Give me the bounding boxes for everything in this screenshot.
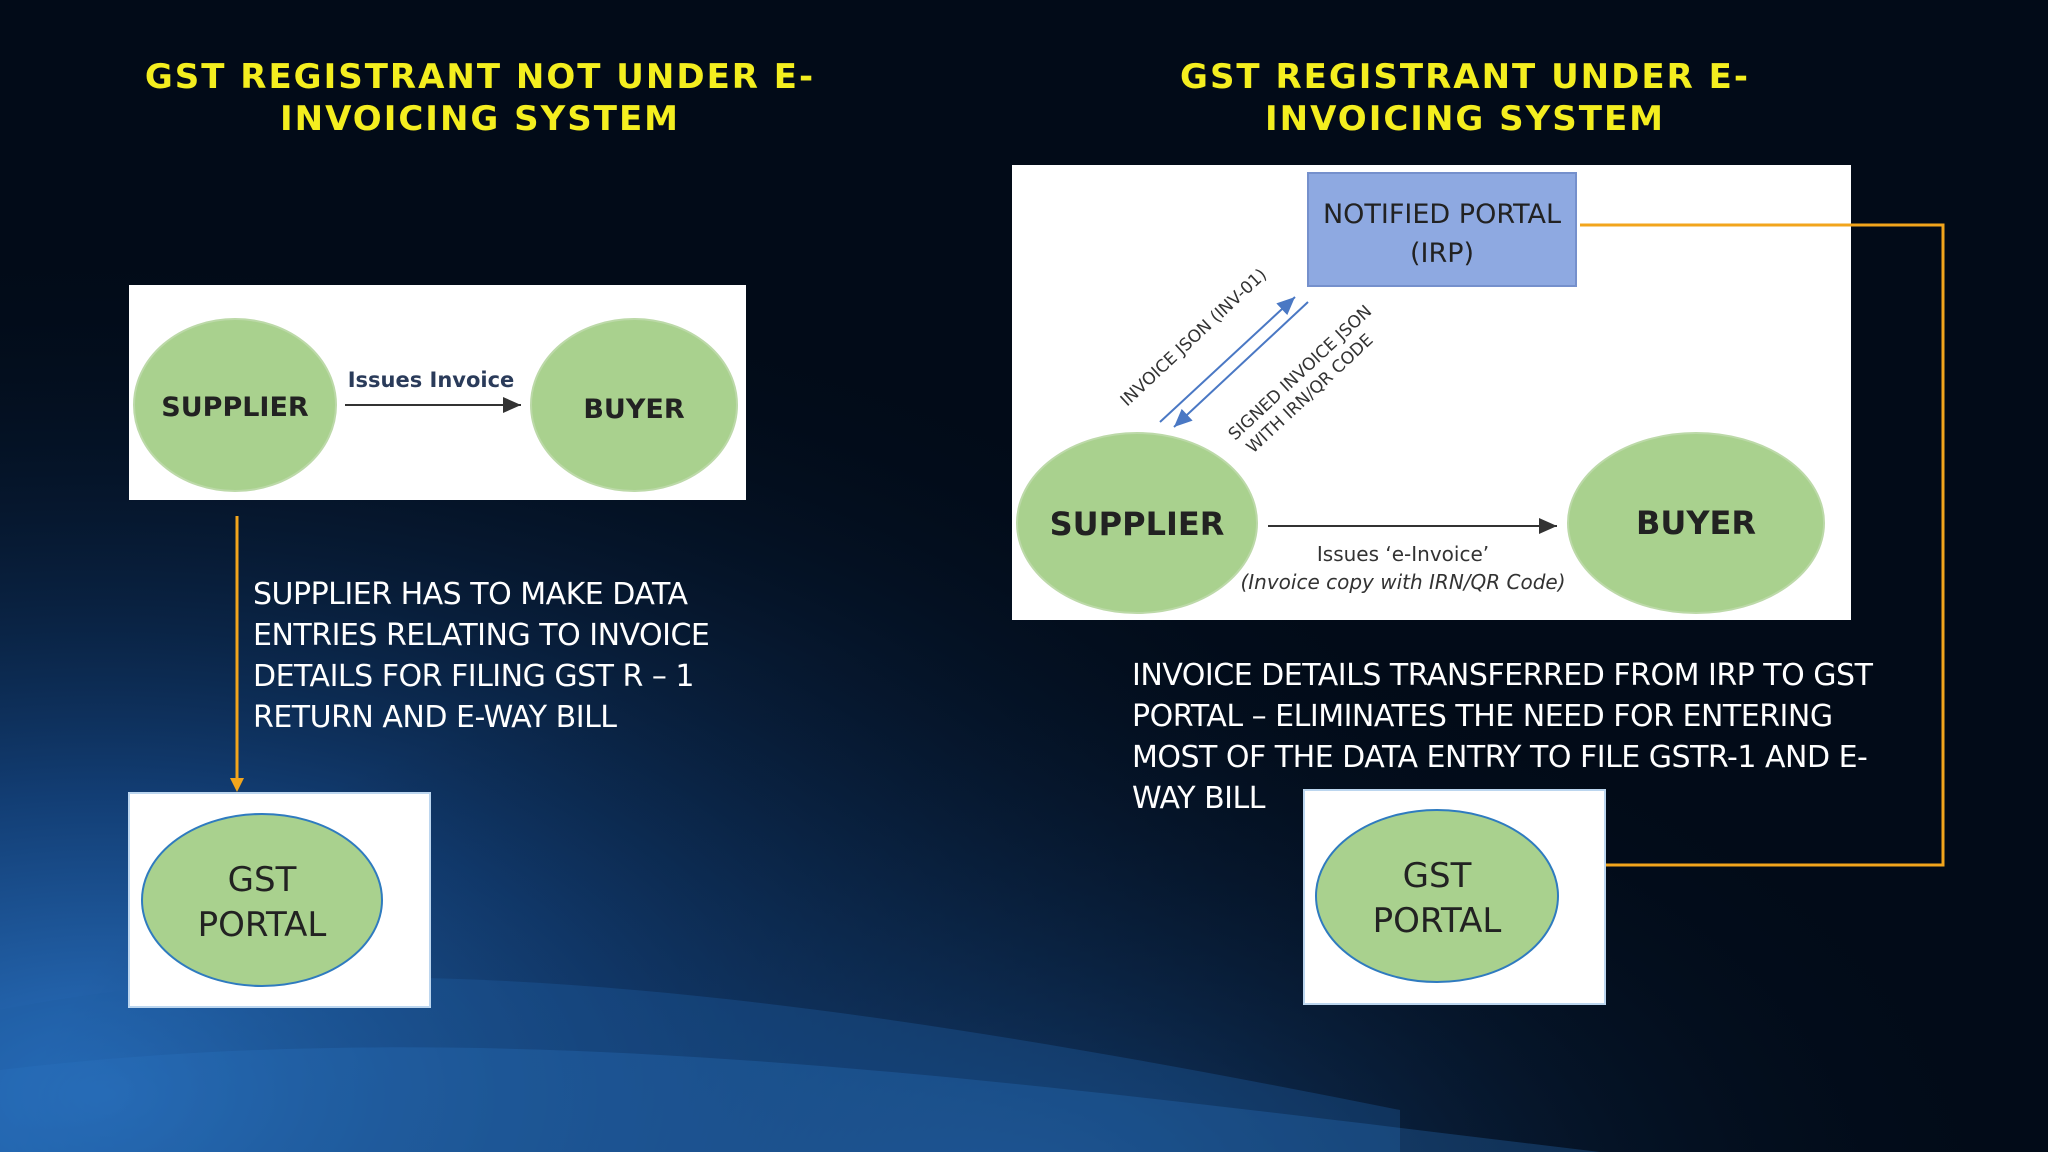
right-gst-portal-label-1: GST (1403, 856, 1472, 896)
buyer-node (530, 318, 738, 492)
irp-label-1: NOTIFIED PORTAL (1323, 199, 1561, 230)
left-flow-diagram: SUPPLIER BUYER Issues Invoice (129, 285, 746, 500)
right-supplier-node (1016, 432, 1258, 614)
left-description: SUPPLIER HAS TO MAKE DATA ENTRIES RELATI… (253, 577, 710, 735)
issues-einvoice-label-1: Issues ‘e-Invoice’ (1317, 542, 1489, 566)
invoice-json-label: INVOICE JSON (INV-01) (1117, 265, 1271, 411)
supplier-node (133, 318, 337, 492)
right-gst-portal-label-2: PORTAL (1373, 901, 1502, 941)
left-gst-portal-node (141, 813, 383, 987)
signed-invoice-label-1: SIGNED INVOICE JSON (1225, 302, 1376, 445)
invoice-json-arrow (1159, 296, 1296, 423)
left-gst-portal-box: GST PORTAL (128, 792, 431, 1008)
right-flow-diagram: NOTIFIED PORTAL (IRP) INVOICE JSON (INV-… (1012, 165, 1851, 620)
right-buyer-node (1567, 432, 1825, 614)
right-supplier-label: SUPPLIER (1050, 505, 1225, 543)
issues-invoice-label: Issues Invoice (348, 368, 515, 392)
signed-invoice-arrow (1173, 301, 1309, 428)
right-description: INVOICE DETAILS TRANSFERRED FROM IRP TO … (1132, 658, 1873, 816)
right-buyer-label: BUYER (1636, 504, 1756, 542)
supplier-label: SUPPLIER (161, 392, 309, 423)
left-connector-arrow (230, 516, 244, 792)
left-section-title: GST REGISTRANT NOT UNDER E-INVOICING SYS… (144, 57, 816, 139)
issues-einvoice-label-2: (Invoice copy with IRN/QR Code) (1240, 570, 1565, 594)
buyer-label: BUYER (583, 394, 684, 425)
left-gst-portal-label-1: GST (228, 860, 297, 900)
right-gst-portal-box: GST PORTAL (1303, 789, 1606, 1005)
right-section-title: GST REGISTRANT UNDER E-INVOICING SYSTEM (1180, 57, 1750, 139)
irp-node (1307, 172, 1577, 287)
irp-label-2: (IRP) (1410, 238, 1474, 269)
left-gst-portal-label-2: PORTAL (198, 905, 327, 945)
right-gst-portal-node (1315, 809, 1559, 983)
